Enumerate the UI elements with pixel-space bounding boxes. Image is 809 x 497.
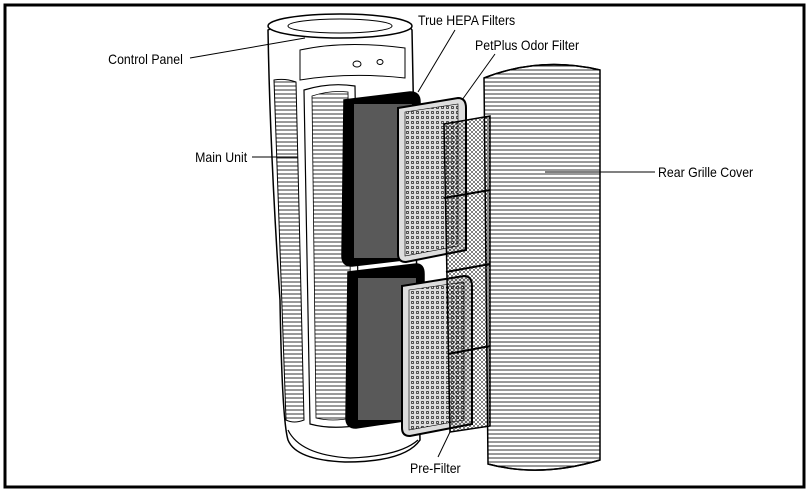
leader-line-true-hepa xyxy=(417,29,456,93)
label-rear-grille-cover: Rear Grille Cover xyxy=(658,164,754,180)
leader-line-control-panel xyxy=(189,37,306,59)
label-control-panel: Control Panel xyxy=(108,51,183,67)
leader-line-pre-filter xyxy=(437,431,451,458)
leader-line-petplus xyxy=(461,53,496,101)
label-pre-filter: Pre-Filter xyxy=(410,460,461,476)
label-true-hepa-filters: True HEPA Filters xyxy=(418,12,516,28)
rear-grille-cover xyxy=(483,63,601,471)
label-petplus-odor-filter: PetPlus Odor Filter xyxy=(475,37,580,53)
label-main-unit: Main Unit xyxy=(194,149,247,165)
pre-filter-panel xyxy=(443,115,491,433)
